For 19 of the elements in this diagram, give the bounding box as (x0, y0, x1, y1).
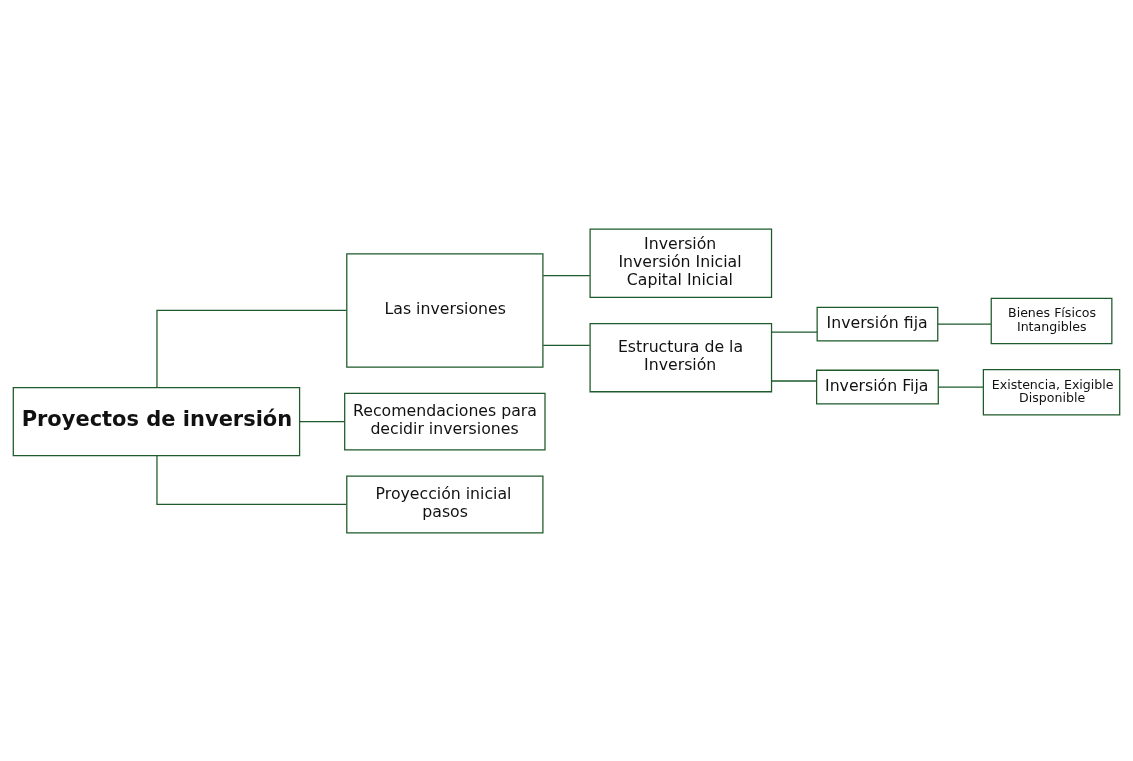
connector (771, 379, 818, 382)
connector (937, 385, 984, 388)
connector (771, 331, 818, 333)
connector (542, 274, 591, 276)
connector (156, 309, 348, 388)
node-box: Inversión Fija (816, 369, 939, 404)
node-box: Proyección inicial pasos (346, 475, 544, 533)
node-box: Recomendaciones para decidir inversiones (344, 392, 546, 451)
connector (299, 420, 346, 422)
connector (937, 323, 992, 325)
node-box: Las inversiones (346, 252, 544, 368)
node-box: Estructura de la Inversión (589, 322, 773, 392)
node-box: Existencia, Exigible Disponible (982, 368, 1121, 415)
node-box: Proyectos de inversión (12, 386, 301, 456)
node-box: Bienes Físicos Intangibles (990, 297, 1113, 344)
node-box: Inversión fija (816, 306, 939, 341)
connector (156, 454, 348, 505)
node-box: Inversión Inversión Inicial Capital Inicial (589, 228, 773, 298)
connector (542, 344, 591, 346)
